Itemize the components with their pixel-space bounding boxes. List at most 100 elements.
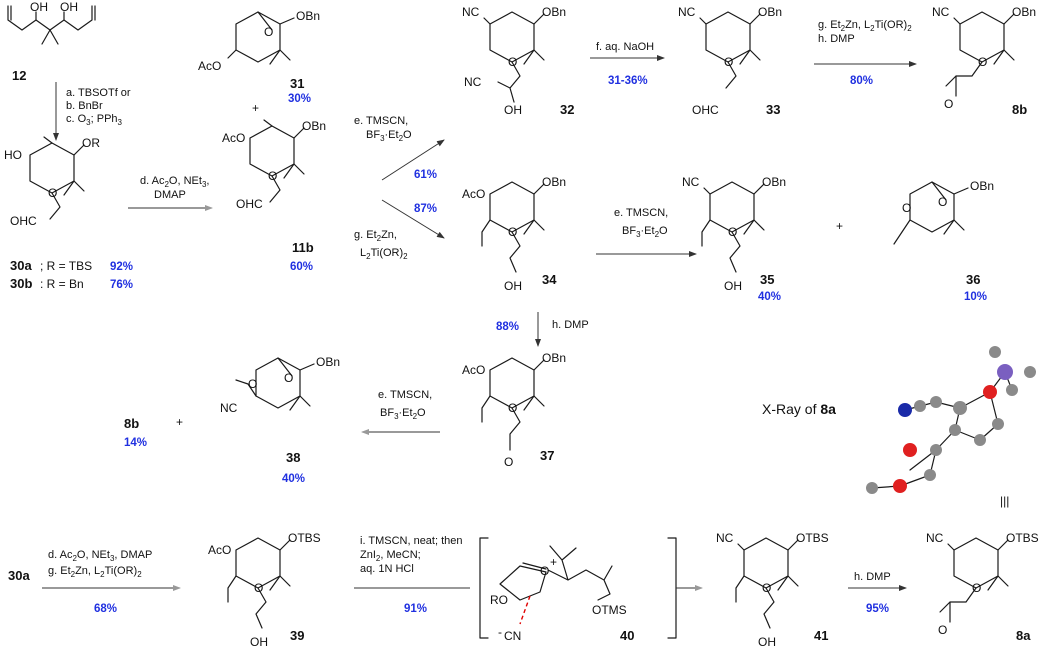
compound-label-30b: 30b : R = Bn 76% xyxy=(10,276,133,291)
yield-8b-mid: 14% xyxy=(124,437,147,449)
scheme-text: O xyxy=(902,201,911,215)
scheme-text: b. BnBr xyxy=(66,100,103,112)
scheme-text: OBn xyxy=(1012,5,1036,19)
scheme-text: OBn xyxy=(762,175,786,189)
scheme-text: 30a xyxy=(10,258,32,273)
scheme-text: AcO xyxy=(208,543,231,557)
conditions-h-37: h. DMP xyxy=(552,319,589,331)
scheme-text: BF3·Et2O xyxy=(622,225,668,239)
compound-label-31: 31 xyxy=(290,76,304,91)
scheme-text: OTBS xyxy=(1006,531,1039,545)
scheme-text: OR xyxy=(82,136,100,150)
scheme-text: NC xyxy=(678,5,696,19)
scheme-text: NC xyxy=(464,75,482,89)
scheme-text: OTMS xyxy=(592,603,627,617)
scheme-text: DMAP xyxy=(154,189,186,201)
scheme-text: OBn xyxy=(542,351,566,365)
conditions-e: e. TMSCN, BF3·Et2O xyxy=(354,115,412,143)
compound-label-12: 12 xyxy=(12,68,26,83)
scheme-text: - xyxy=(498,625,502,639)
plus-sign: + xyxy=(836,219,843,233)
intermediate-40-bracket xyxy=(479,537,677,639)
scheme-text: a. TBSOTf or xyxy=(66,87,131,99)
conditions-e-35: e. TMSCN, BF3·Et2O xyxy=(614,207,668,239)
scheme-text: O xyxy=(978,55,987,69)
scheme-text: NC xyxy=(220,401,238,415)
scheme-text: NC xyxy=(932,5,950,19)
scheme-text: 76% xyxy=(110,279,133,291)
scheme-text: AcO xyxy=(462,187,485,201)
scheme-text: OHC xyxy=(236,197,263,211)
compound-33-structure: NC O OBn OHC xyxy=(678,5,782,117)
compound-label-34: 34 xyxy=(542,272,557,287)
compound-label-39: 39 xyxy=(290,628,304,643)
compound-label-8b: 8b xyxy=(1012,102,1027,117)
yield-36: 10% xyxy=(964,291,987,303)
yield-31: 30% xyxy=(288,93,311,105)
scheme-text: AcO xyxy=(462,363,485,377)
scheme-text: O xyxy=(938,195,947,209)
yield-35: 40% xyxy=(758,291,781,303)
scheme-text: BF3·Et2O xyxy=(380,407,426,421)
scheme-text: g. Et2Zn, xyxy=(354,229,397,243)
intermediate-40-structure: O + RO OTMS - CN xyxy=(490,545,627,643)
scheme-text: O xyxy=(504,455,513,469)
scheme-text: d. Ac2O, NEt3, DMAP xyxy=(48,549,152,563)
compound-36-structure: O O OBn xyxy=(893,179,994,245)
reaction-arrow xyxy=(381,139,445,181)
scheme-text: OTBS xyxy=(288,531,321,545)
scheme-text: OBn xyxy=(316,355,340,369)
scheme-text: O xyxy=(540,564,549,578)
scheme-text: ZnI2, MeCN; xyxy=(360,549,421,563)
compound-label-8b: 8b xyxy=(124,416,139,431)
scheme-text: d. Ac2O, NEt3, xyxy=(140,175,209,189)
yield-37: 88% xyxy=(496,321,519,333)
scheme-text: OBn xyxy=(758,5,782,19)
atom-oh: OH xyxy=(60,0,78,14)
compound-label-32: 32 xyxy=(560,102,574,117)
yield-38: 40% xyxy=(282,473,305,485)
yield-39: 68% xyxy=(94,603,117,615)
scheme-text: c. O3; PPh3 xyxy=(66,113,123,127)
conditions-dg: d. Ac2O, NEt3, DMAP g. Et2Zn, L2Ti(OR)2 xyxy=(48,549,152,579)
conditions-g: g. Et2Zn, L2Ti(OR)2 xyxy=(354,229,408,261)
conditions-i: i. TMSCN, neat; then ZnI2, MeCN; aq. 1N … xyxy=(360,535,463,575)
compound-31-structure: O OBn AcO xyxy=(198,9,320,73)
scheme-text: i. TMSCN, neat; then xyxy=(360,535,463,547)
scheme-text: e. TMSCN, xyxy=(378,389,432,401)
conditions-f: f. aq. NaOH xyxy=(596,41,654,53)
compound-label-8a: 8a xyxy=(1016,628,1031,643)
compound-8a-structure: NC O OTBS O xyxy=(926,531,1039,637)
conditions-gh: g. Et2Zn, L2Ti(OR)2 h. DMP xyxy=(818,19,912,45)
compound-30-structure: HO O OR OHC xyxy=(4,136,100,228)
scheme-text: OBn xyxy=(542,175,566,189)
compound-label-35: 35 xyxy=(760,272,774,287)
scheme-text: e. TMSCN, xyxy=(354,115,408,127)
compound-39-structure: AcO O OTBS OH xyxy=(208,531,321,649)
scheme-text: OH xyxy=(724,279,742,293)
scheme-text: OH xyxy=(250,635,268,649)
scheme-text: O xyxy=(972,581,981,595)
yield-11b: 60% xyxy=(290,261,313,273)
compound-label-30a: 30a ; R = TBS 92% xyxy=(10,258,133,273)
scheme-text: e. TMSCN, xyxy=(614,207,668,219)
compound-32-structure: NC O OBn NC OH xyxy=(462,5,566,117)
scheme-text: OBn xyxy=(296,9,320,23)
compound-label-11b: 11b xyxy=(292,240,314,255)
scheme-text: HO xyxy=(4,148,22,162)
scheme-text: AcO xyxy=(222,131,245,145)
yield-32: 61% xyxy=(414,169,437,181)
scheme-text: 92% xyxy=(110,261,133,273)
scheme-text: OBn xyxy=(542,5,566,19)
compound-label-30a-bottom: 30a xyxy=(8,568,30,583)
compound-38-structure: O O OBn NC xyxy=(220,355,340,415)
compound-label-37: 37 xyxy=(540,448,554,463)
scheme-text: ; R = TBS xyxy=(40,259,92,273)
scheme-text: + xyxy=(550,555,557,569)
yield-34: 87% xyxy=(414,203,437,215)
yield-33: 31-36% xyxy=(608,75,648,87)
scheme-text: OHC xyxy=(692,103,719,117)
scheme-text: OBn xyxy=(970,179,994,193)
scheme-text: O xyxy=(284,371,293,385)
